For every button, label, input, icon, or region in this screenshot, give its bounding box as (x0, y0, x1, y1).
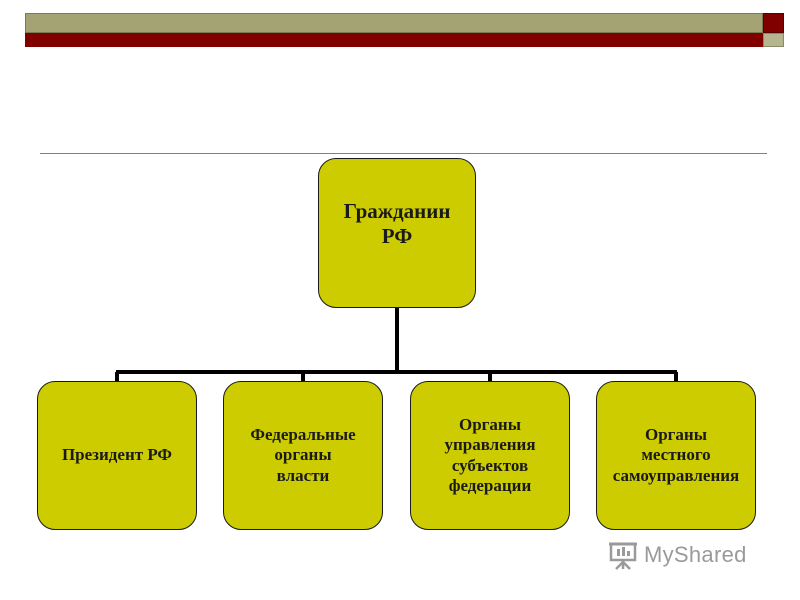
child-node-label: Президент РФ (61, 445, 173, 465)
header-olive-band (25, 13, 763, 33)
header-maroon-band (25, 33, 763, 47)
child-node-president: Президент РФ (37, 381, 197, 530)
myshared-watermark: MyShared (606, 538, 747, 572)
header-corner-square-red (763, 13, 784, 33)
root-node-label: Гражданин РФ (343, 198, 451, 248)
root-node-citizen: Гражданин РФ (318, 158, 476, 308)
child-node-label: Федеральные органы власти (250, 424, 356, 485)
child-node-label: Органы местного самоуправления (612, 424, 740, 485)
watermark-text: MyShared (644, 542, 747, 567)
presentation-board-icon (609, 542, 637, 570)
child-node-local-self-government: Органы местного самоуправления (596, 381, 756, 530)
child-node-federal-authorities: Федеральные органы власти (223, 381, 383, 530)
child-node-regional-authorities: Органы управления субъектов федерации (410, 381, 570, 530)
child-node-label: Органы управления субъектов федерации (444, 414, 536, 495)
header-corner-square-olive (763, 33, 784, 47)
title-divider-line (40, 153, 767, 154)
